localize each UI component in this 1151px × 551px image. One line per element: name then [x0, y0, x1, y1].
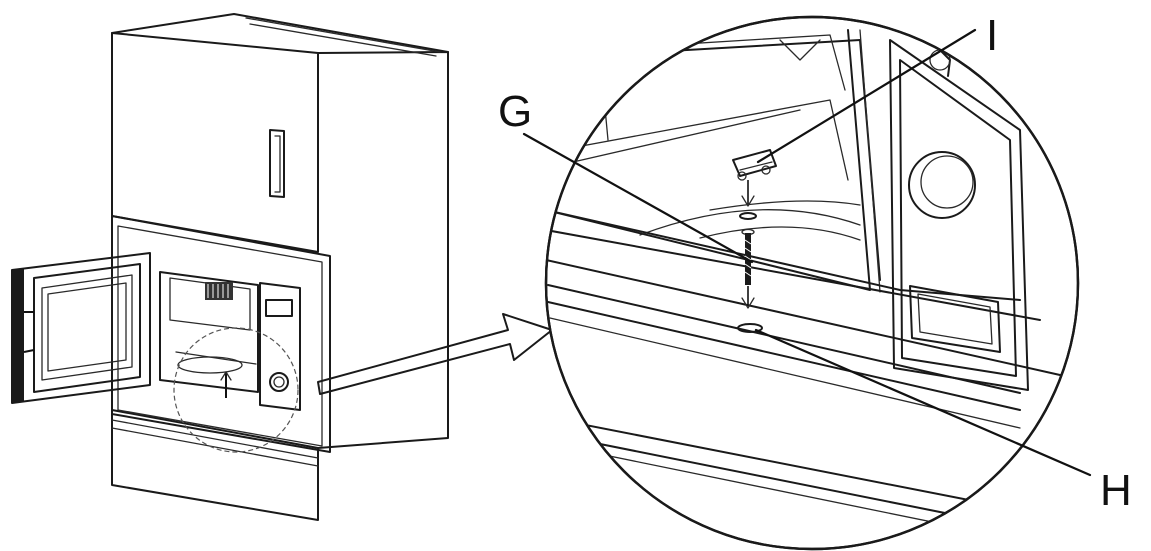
- cabinet-top: [111, 13, 449, 53]
- callout-h: H: [1100, 466, 1132, 515]
- fixing-bracket: [732, 149, 777, 181]
- control-panel-detail: [889, 39, 1029, 391]
- microwave-frame: [111, 215, 331, 453]
- callout-g: G: [498, 87, 532, 136]
- microwave-door: [11, 252, 151, 404]
- detail-marker: [173, 327, 299, 453]
- lower-cabinet-front: [111, 409, 319, 521]
- cabinet-overview: [11, 13, 449, 521]
- leader-g: [522, 132, 754, 264]
- callout-i: I: [986, 11, 998, 60]
- leader-i: [756, 28, 977, 164]
- magnifier-arrow: [317, 313, 553, 395]
- cabinet-side: [317, 51, 449, 449]
- cavity-grille: [205, 282, 233, 300]
- screw-hole: [737, 323, 763, 333]
- upper-cabinet-front: [111, 32, 319, 253]
- cabinet-handle: [269, 129, 285, 198]
- leader-h: [754, 328, 1092, 477]
- microwave-cavity: [159, 271, 259, 393]
- control-panel: [259, 282, 301, 411]
- detail-view: [544, 15, 1080, 551]
